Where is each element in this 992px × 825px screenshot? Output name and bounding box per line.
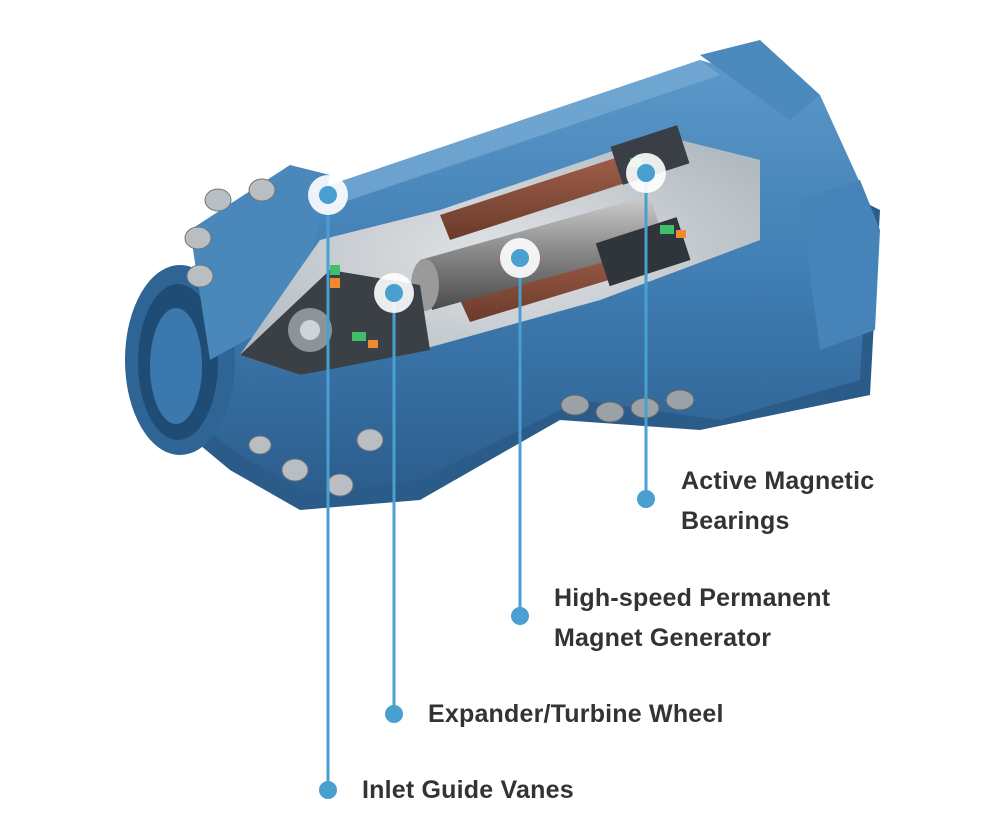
leader-end-dots bbox=[319, 490, 655, 799]
marker-amb bbox=[626, 153, 666, 193]
marker-igv bbox=[308, 175, 348, 215]
marker-pmg bbox=[500, 238, 540, 278]
label-active-magnetic-bearings: Active Magnetic Bearings bbox=[681, 461, 874, 541]
label-inlet-guide-vanes: Inlet Guide Vanes bbox=[362, 770, 574, 810]
marker-wheel bbox=[374, 273, 414, 313]
label-igv-line-1: Inlet Guide Vanes bbox=[362, 776, 574, 804]
label-pmg-line-1: High-speed Permanent bbox=[554, 584, 831, 612]
label-wheel-line-1: Expander/Turbine Wheel bbox=[428, 700, 724, 728]
end-dot-pmg bbox=[511, 607, 529, 625]
label-amb-line-1: Active Magnetic bbox=[681, 467, 875, 495]
label-pmg-line-2: Magnet Generator bbox=[554, 624, 772, 652]
end-dot-igv bbox=[319, 781, 337, 799]
label-permanent-magnet-generator: High-speed Permanent Magnet Generator bbox=[554, 578, 830, 658]
bottom-connectors bbox=[560, 389, 695, 423]
flange-bolts bbox=[184, 178, 384, 497]
label-amb-line-2: Bearings bbox=[681, 507, 790, 535]
end-dot-amb bbox=[637, 490, 655, 508]
leader-lines bbox=[326, 175, 648, 788]
label-expander-turbine-wheel: Expander/Turbine Wheel bbox=[428, 694, 724, 734]
callout-markers bbox=[308, 153, 666, 313]
end-dot-wheel bbox=[385, 705, 403, 723]
